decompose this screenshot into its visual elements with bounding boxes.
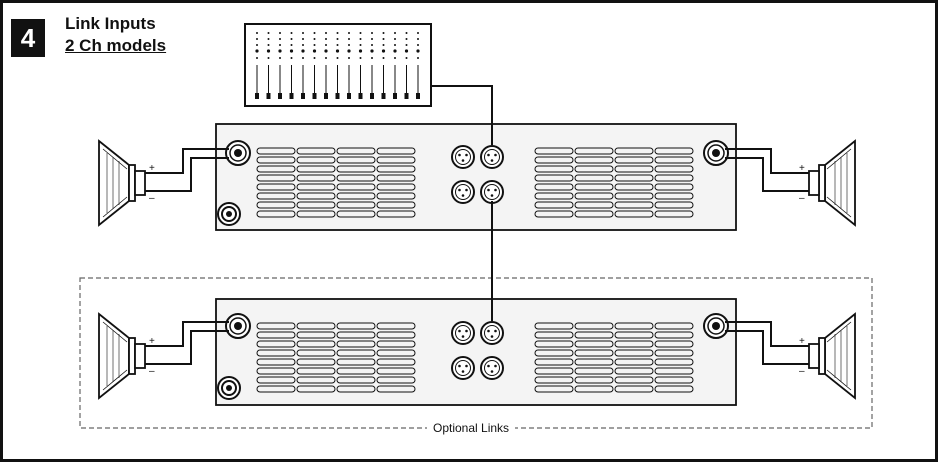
- mixer-channel-strip: [416, 32, 420, 99]
- polarity-plus: +: [149, 163, 155, 174]
- mixer-channel-strip: [289, 32, 294, 99]
- mixer-to-amp1-cable: [431, 85, 493, 145]
- mixer-channel-strip: [312, 32, 317, 99]
- speakon-output-right-icon: [703, 313, 729, 339]
- mixer-channel-strip: [335, 32, 340, 99]
- amplifier-1: [215, 123, 737, 231]
- mixer-channel-strip: [255, 32, 259, 99]
- mixer-channel-strip: [324, 32, 328, 99]
- polarity-minus: –: [799, 193, 805, 204]
- polarity-marks: + – + – + – + –: [149, 163, 805, 377]
- title-line-2: 2 Ch models: [65, 36, 167, 55]
- speakon-output-left-icon: [225, 313, 251, 339]
- wiring-diagram: + – + – + – + –: [79, 23, 873, 429]
- loudspeaker-icon: [808, 313, 856, 399]
- polarity-plus: +: [799, 163, 805, 174]
- mixer-channel-strip: [358, 32, 363, 99]
- mixer-console-icon: [255, 32, 420, 99]
- xlr-input-b-icon: [480, 321, 504, 345]
- mixer-channel-strip: [370, 32, 374, 99]
- speaker-bottom-right: [808, 313, 856, 399]
- xlr-link-a-icon: [451, 180, 475, 204]
- mixer-channel-strip: [393, 32, 397, 99]
- speaker-cables: [143, 148, 811, 365]
- polarity-plus: +: [149, 336, 155, 347]
- optional-links-label: Optional Links: [427, 420, 516, 436]
- xlr-input-a-icon: [451, 145, 475, 169]
- polarity-minus: –: [149, 366, 155, 377]
- loudspeaker-icon: [98, 140, 146, 226]
- xlr-input-a-icon: [451, 321, 475, 345]
- signal-cables: [431, 85, 493, 321]
- speakon-output-left-icon: [225, 140, 251, 166]
- loudspeaker-icon: [98, 313, 146, 399]
- mixer-channel-strip: [404, 32, 409, 99]
- section-title: Link Inputs 2 Ch models: [65, 13, 166, 57]
- xlr-link-a-icon: [451, 356, 475, 380]
- loudspeaker-icon: [808, 140, 856, 226]
- power-inlet-icon: [217, 376, 241, 400]
- xlr-link-b-icon: [480, 180, 504, 204]
- mixer-channel-strip: [266, 32, 271, 99]
- amplifier-2: [215, 298, 737, 406]
- mixer-channel-strip: [278, 32, 282, 99]
- speaker-top-left: [98, 140, 146, 226]
- speakon-output-right-icon: [703, 140, 729, 166]
- polarity-plus: +: [799, 336, 805, 347]
- polarity-minus: –: [799, 366, 805, 377]
- step-number-badge: 4: [11, 19, 45, 57]
- mixer-channel-strip: [301, 32, 305, 99]
- xlr-link-b-icon: [480, 356, 504, 380]
- mixer-channel-strip: [347, 32, 351, 99]
- xlr-input-b-icon: [480, 145, 504, 169]
- mixer-channel-strip: [381, 32, 386, 99]
- polarity-minus: –: [149, 193, 155, 204]
- mixer-console: [244, 23, 432, 107]
- title-line-1: Link Inputs: [65, 14, 156, 33]
- speaker-top-right: [808, 140, 856, 226]
- speaker-bottom-left: [98, 313, 146, 399]
- power-inlet-icon: [217, 202, 241, 226]
